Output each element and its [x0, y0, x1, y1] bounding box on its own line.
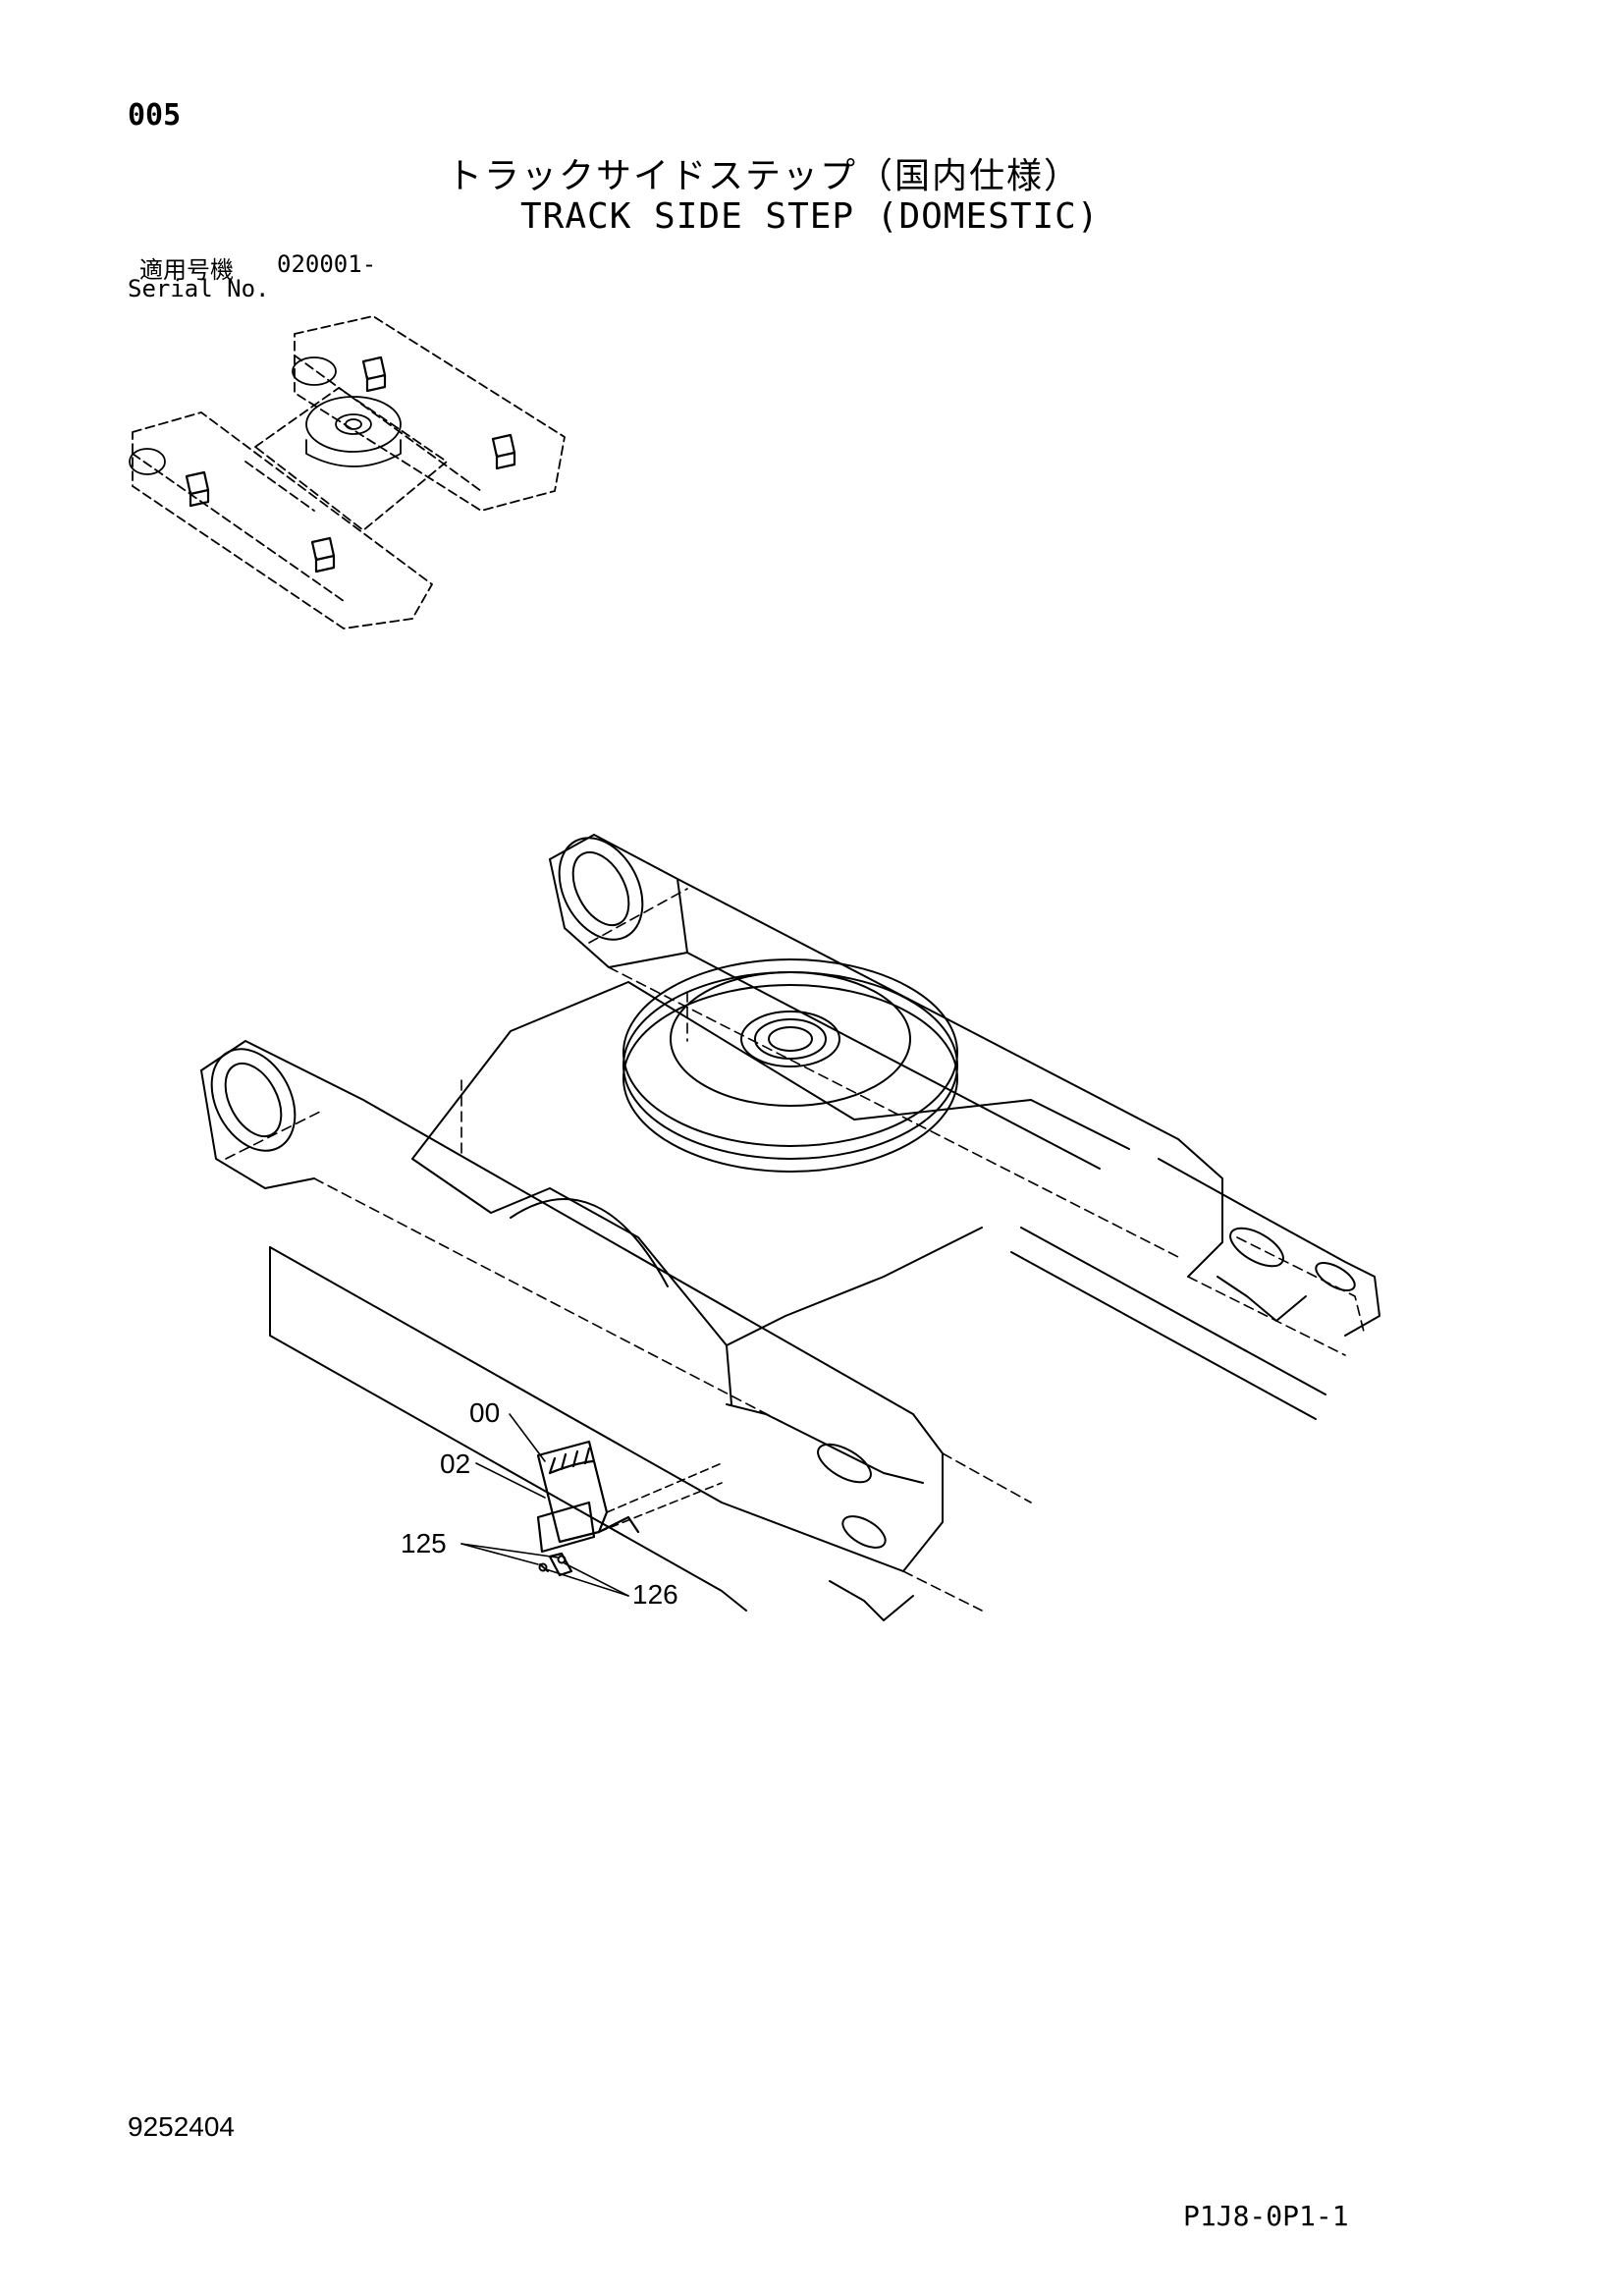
- step-hidden-links: [598, 1462, 723, 1533]
- callout-00: 00: [469, 1397, 500, 1428]
- overview-thumbnail: [132, 315, 566, 629]
- track-side-step: [536, 1440, 640, 1577]
- leader-lines: [460, 1413, 629, 1597]
- overview-step-markers: [185, 355, 516, 574]
- overview-details: [129, 356, 402, 475]
- callout-02: 02: [440, 1449, 470, 1479]
- page-number: 005: [128, 98, 182, 133]
- serial-label-english: Serial No.: [128, 275, 270, 302]
- callout-126: 126: [632, 1579, 678, 1610]
- idler-bores: [210, 837, 1356, 1549]
- title-japanese: トラックサイドステップ（国内仕様）: [447, 156, 1082, 196]
- swing-bearing: [622, 958, 958, 1173]
- page-code: P1J8-0P1-1: [1183, 2200, 1349, 2232]
- bolts: [538, 1555, 567, 1572]
- track-frame-hidden: [225, 888, 1366, 1612]
- document-number: 9252404: [128, 2111, 236, 2142]
- serial-value: 020001-: [277, 250, 377, 278]
- serial-label-japanese: 適用号機: [139, 256, 234, 284]
- callout-125: 125: [401, 1528, 447, 1558]
- track-frame-solid: [200, 834, 1380, 1621]
- title-english: TRACK SIDE STEP (DOMESTIC): [520, 196, 1100, 237]
